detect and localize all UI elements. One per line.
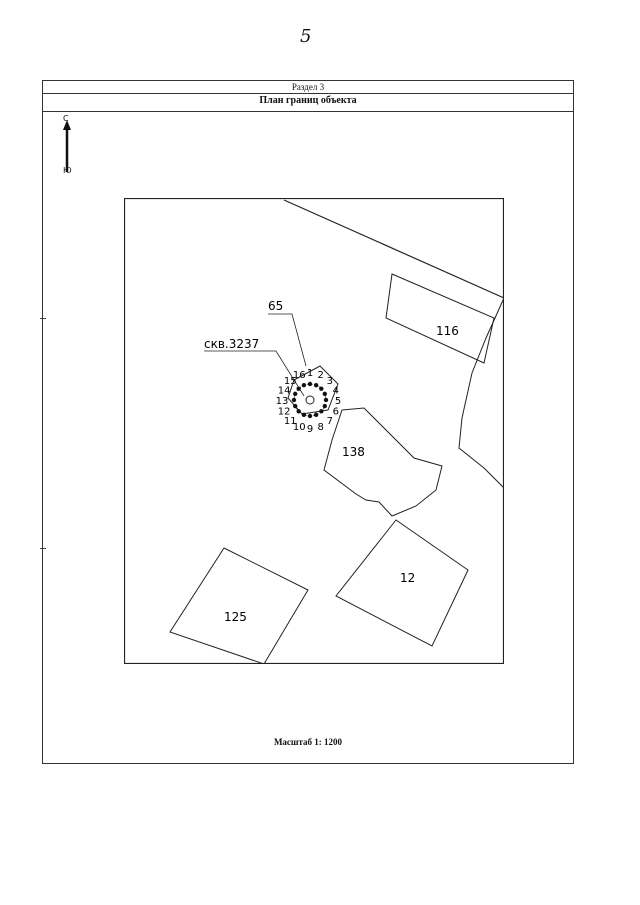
boundary-point-label: 9 [307, 424, 313, 435]
well-center [305, 395, 315, 405]
boundary-point-label: 11 [284, 416, 297, 427]
map-border [124, 198, 504, 664]
road-line [283, 199, 504, 299]
margin-mark [40, 318, 46, 319]
north-arrow-top-label: С [63, 114, 69, 123]
plan-title: План границ объекта [43, 93, 573, 112]
boundary-point-label: 6 [333, 407, 339, 418]
boundary-point-dot [322, 403, 327, 409]
boundary-point-dot [313, 412, 319, 417]
boundary-point-label: 7 [327, 416, 333, 427]
boundary-point-label: 10 [293, 422, 306, 433]
parcel-12-outline [335, 519, 469, 647]
point-65-leader [268, 313, 307, 367]
parcel-125-label: 125 [224, 610, 247, 624]
boundary-point-label: 3 [327, 376, 333, 387]
parcel-116-label: 116 [436, 324, 459, 338]
well-leader [204, 350, 305, 397]
boundary-point-dot [296, 409, 301, 414]
well-label: скв.3237 [204, 337, 259, 351]
page-number: 5 [300, 26, 312, 47]
north-arrow-icon [63, 120, 71, 172]
boundary-point-dot [307, 381, 313, 387]
boundary-point-dot [323, 397, 329, 403]
boundary-point-label: 12 [278, 407, 291, 418]
boundary-point-dot [307, 413, 313, 419]
section-title: Раздел 3 [43, 81, 573, 94]
boundary-point-label: 8 [318, 422, 324, 433]
boundary-point-dot [301, 383, 307, 388]
right-boundary-line [458, 297, 504, 489]
boundary-point-dot [293, 391, 298, 397]
boundary-point-label: 15 [284, 376, 297, 387]
boundary-point-dot [313, 383, 319, 388]
boundary-point-dot [301, 412, 307, 417]
boundary-point-label: 16 [293, 370, 306, 381]
north-arrow-bottom-label: Ю [63, 166, 72, 175]
margin-mark [40, 548, 46, 549]
boundary-point-label: 4 [333, 385, 339, 396]
boundary-point-dot [291, 397, 297, 403]
boundary-point-dot [293, 403, 298, 409]
document-frame: Раздел 3 План границ объекта С Ю Масштаб… [42, 80, 574, 764]
parcel-138-label: 138 [342, 445, 365, 459]
boundary-point-dot [322, 391, 327, 397]
boundary-point-label: 1 [307, 368, 313, 379]
boundary-point-label: 2 [318, 370, 324, 381]
point-65-label: 65 [268, 299, 283, 313]
boundary-point-label: 5 [335, 396, 341, 407]
boundary-point-label: 13 [276, 396, 289, 407]
boundary-point-label: 14 [278, 385, 291, 396]
parcel-138-outline [323, 407, 443, 517]
well-boundary [287, 365, 339, 415]
boundary-point-dot [319, 386, 324, 391]
boundary-point-dot [319, 409, 324, 414]
scale-label: Масштаб 1: 1200 [273, 737, 343, 747]
boundary-point-dot [296, 386, 301, 391]
parcel-12-label: 12 [400, 571, 415, 585]
parcel-116-outline [385, 273, 495, 364]
parcel-125-outline [169, 547, 309, 664]
